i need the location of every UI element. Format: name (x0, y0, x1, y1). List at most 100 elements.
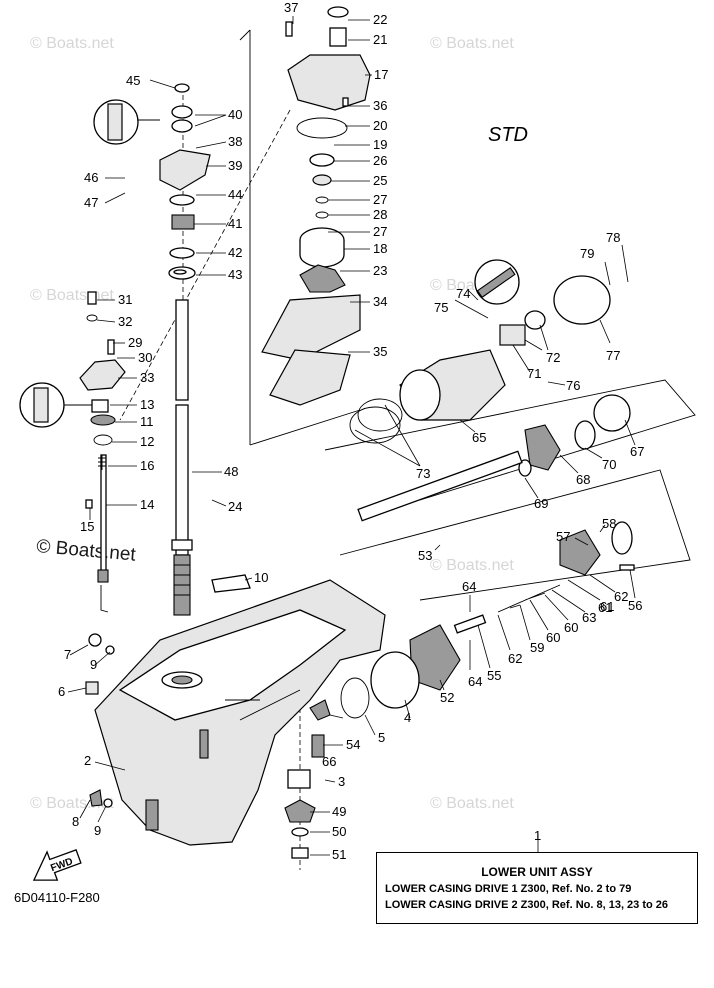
detail-callouts (19, 99, 160, 428)
lower-casing (94, 579, 386, 846)
callout-61b: 61 (600, 599, 614, 614)
callout-50: 50 (332, 824, 346, 839)
callout-44: 44 (228, 187, 242, 202)
callout-13: 13 (140, 397, 154, 412)
callout-58: 58 (602, 516, 616, 531)
callout-30: 30 (138, 350, 152, 365)
callout-15: 15 (80, 519, 94, 534)
callout-54: 54 (346, 737, 360, 752)
callout-26: 26 (373, 153, 387, 168)
callout-8: 8 (72, 814, 79, 829)
callout-9: 9 (90, 657, 97, 672)
callout-74: 74 (456, 286, 470, 301)
callout-60b: 60 (564, 620, 578, 635)
callout-43: 43 (228, 267, 242, 282)
callout-12: 12 (140, 434, 154, 449)
callout-39: 39 (228, 158, 242, 173)
shift-cam-parts (79, 291, 126, 509)
callout-24: 24 (228, 499, 242, 514)
callout-67: 67 (630, 444, 644, 459)
title-block: LOWER UNIT ASSY LOWER CASING DRIVE 1 Z30… (376, 852, 698, 924)
callout-60: 60 (546, 630, 560, 645)
callout-79: 79 (580, 246, 594, 261)
callout-52: 52 (440, 690, 454, 705)
watermark: © Boats.net (430, 557, 514, 574)
callout-20: 20 (373, 118, 387, 133)
callout-72: 72 (546, 350, 560, 365)
callout-28: 28 (373, 207, 387, 222)
callout-47: 47 (84, 195, 98, 210)
callout-76: 76 (566, 378, 580, 393)
callout-14: 14 (140, 497, 154, 512)
callout-62: 62 (508, 651, 522, 666)
callout-73: 73 (416, 466, 430, 481)
callout-63: 63 (582, 610, 596, 625)
drawing-code: 6D04110-F280 (14, 890, 100, 905)
callout-57: 57 (556, 529, 570, 544)
callout-64b: 64 (468, 674, 482, 689)
callout-1: 1 (534, 828, 541, 843)
water-pump (261, 6, 371, 406)
bearing-stack (159, 83, 211, 280)
callout-45: 45 (126, 73, 140, 88)
callout-numbers: 2 3 4 5 6 7 8 9 9 10 11 12 13 14 15 16 1… (58, 0, 644, 862)
callout-48: 48 (224, 464, 238, 479)
callout-78: 78 (606, 230, 620, 245)
callout-66: 66 (322, 754, 336, 769)
callout-17: 17 (374, 67, 388, 82)
callout-51: 51 (332, 847, 346, 862)
callout-29: 29 (128, 335, 142, 350)
callout-10: 10 (254, 570, 268, 585)
callout-75: 75 (434, 300, 448, 315)
callout-65: 65 (472, 430, 486, 445)
leader-lines (67, 16, 636, 856)
callout-25: 25 (373, 173, 387, 188)
shift-rod (97, 454, 109, 613)
std-label: STD (488, 124, 528, 146)
callout-16: 16 (140, 458, 154, 473)
callout-18: 18 (373, 241, 387, 256)
pinion-parts (85, 574, 331, 859)
callout-41: 41 (228, 216, 242, 231)
callout-22: 22 (373, 12, 387, 27)
callout-42: 42 (228, 245, 242, 260)
callout-2: 2 (84, 753, 91, 768)
title-block-row: LOWER CASING DRIVE 2 Z300, Ref. No. 8, 1… (385, 899, 669, 911)
callout-35: 35 (373, 344, 387, 359)
callout-53: 53 (418, 548, 432, 563)
callout-61: 61 (598, 600, 612, 615)
watermark: © Boats.net (430, 35, 514, 52)
callout-37: 37 (284, 0, 298, 15)
callout-36: 36 (373, 98, 387, 113)
watermark-dark: © Boats.net (36, 536, 138, 566)
callout-11: 11 (140, 414, 154, 429)
watermark: © Boats.net (430, 795, 514, 812)
callout-59: 59 (530, 640, 544, 655)
callout-38: 38 (228, 134, 242, 149)
callout-7: 7 (64, 647, 71, 662)
prop-shaft-assembly (340, 259, 635, 719)
callout-70: 70 (602, 457, 616, 472)
fwd-arrow: FWD (32, 849, 82, 881)
callout-6: 6 (58, 684, 65, 699)
callout-64: 64 (462, 579, 476, 594)
callout-34: 34 (373, 294, 387, 309)
callout-46: 46 (84, 170, 98, 185)
callout-27b: 27 (373, 224, 387, 239)
callout-27: 27 (373, 192, 387, 207)
callout-19: 19 (373, 137, 387, 152)
title-block-row: LOWER CASING DRIVE 1 Z300, Ref. No. 2 to… (385, 883, 632, 895)
callout-31: 31 (118, 292, 132, 307)
callout-55: 55 (487, 668, 501, 683)
callout-77: 77 (606, 348, 620, 363)
callout-4: 4 (404, 710, 411, 725)
callout-23: 23 (373, 263, 387, 278)
callout-5: 5 (378, 730, 385, 745)
watermark: © Boats.net (30, 287, 114, 304)
callout-49: 49 (332, 804, 346, 819)
drive-shaft (171, 299, 193, 616)
callout-9b: 9 (94, 823, 101, 838)
watermark: © Boats.net (30, 35, 114, 52)
callout-56: 56 (628, 598, 642, 613)
